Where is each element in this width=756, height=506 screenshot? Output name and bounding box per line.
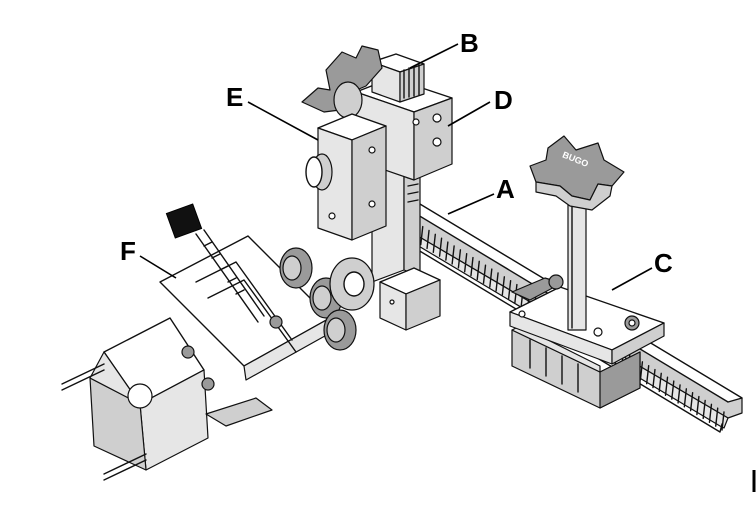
rack-tooth	[501, 276, 506, 296]
rack-tooth	[702, 399, 706, 420]
leader-e	[247, 101, 319, 141]
clamp-block-e	[305, 113, 387, 241]
leader-f	[139, 255, 177, 279]
rack-tooth	[507, 279, 512, 300]
rack-tooth	[476, 260, 480, 281]
rack-tooth	[664, 376, 669, 396]
rack-tooth	[495, 272, 499, 292]
label-b: B	[460, 28, 479, 58]
rack-tooth	[708, 403, 713, 423]
rack-tooth	[463, 252, 468, 273]
rack-tooth	[426, 229, 430, 250]
upper-star-knob	[301, 45, 383, 119]
rack-tooth	[658, 372, 662, 393]
rack-tooth	[420, 225, 424, 246]
label-e: E	[226, 82, 243, 112]
rack-tooth	[677, 384, 681, 404]
rack-tooth	[457, 249, 462, 269]
toothed-insert-b	[371, 53, 425, 103]
leader-c	[611, 267, 653, 291]
rack-tooth	[445, 241, 449, 261]
leader-a	[447, 193, 495, 215]
label-f: F	[120, 236, 136, 266]
rack-tooth	[721, 411, 725, 431]
rack-tooth	[438, 237, 443, 257]
rack-tooth	[683, 388, 688, 408]
rack-tooth	[470, 256, 474, 277]
callout-labels: B D E A C F	[120, 28, 673, 278]
rack-tooth	[639, 361, 644, 381]
leader-b	[409, 43, 459, 69]
head-assembly-f	[61, 203, 375, 481]
vertical-column	[371, 147, 441, 331]
rack-tooth	[715, 407, 719, 427]
callout-leaders	[139, 43, 653, 291]
rack-tooth	[451, 245, 455, 265]
label-d: D	[494, 85, 513, 115]
label-a: A	[496, 174, 515, 204]
leader-d	[447, 101, 491, 127]
label-c: C	[654, 248, 673, 278]
rack-tooth	[432, 233, 437, 254]
rack-tooth	[689, 391, 694, 412]
rack-tooth	[489, 268, 493, 288]
rack-tooth	[645, 364, 650, 385]
carriage-c: BUGO	[509, 135, 665, 409]
rack-tooth	[671, 380, 675, 400]
rack-tooth	[652, 368, 656, 389]
rack-tooth	[482, 264, 487, 284]
rack-tooth	[696, 395, 700, 416]
